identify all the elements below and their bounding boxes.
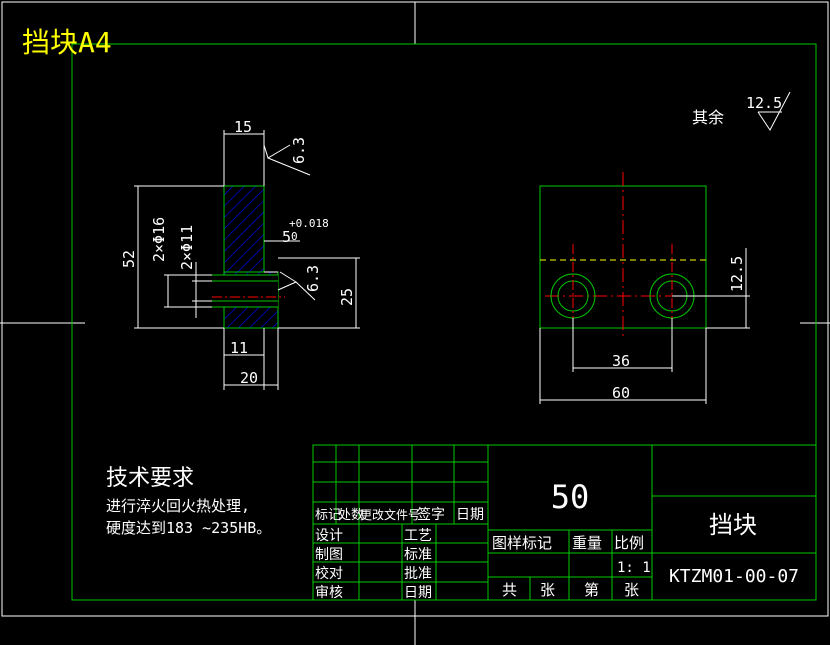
section-upper-block — [223, 185, 265, 273]
roughness-value-1: 6.3 — [290, 137, 308, 164]
drawing-number: KTZM01-00-07 — [669, 566, 799, 587]
rev-header-3: 更改文件号 — [360, 507, 420, 522]
sheet-total-label: 共 — [502, 581, 517, 599]
right-front-view: 36 60 12.5 — [539, 172, 750, 404]
dim-20: 20 — [240, 369, 258, 387]
dim-60: 60 — [612, 384, 630, 402]
role-drafting: 制图 — [315, 547, 343, 563]
process-approve: 批准 — [404, 566, 432, 582]
quantity-value: 50 — [551, 478, 590, 516]
tech-line-1: 进行淬火回火热处理, — [106, 497, 250, 515]
mark-header-weight: 重量 — [572, 534, 602, 552]
sheet-number-unit: 张 — [624, 581, 639, 599]
process-craft: 工艺 — [404, 528, 432, 544]
role-review: 审核 — [315, 585, 343, 601]
role-design: 设计 — [315, 528, 343, 544]
rev-header-5: 日期 — [456, 507, 484, 523]
roughness-other: 其余 12.5 — [692, 91, 791, 131]
tech-heading: 技术要求 — [106, 466, 194, 491]
rev-header-1: 标记 — [315, 508, 341, 523]
rev-header-4: 签字 — [417, 506, 445, 523]
title-block-text: 50 挡块 KTZM01-00-07 标记 处数 更改文件号 签字 日期 设计 … — [315, 478, 799, 601]
roughness-symbol-1 — [263, 144, 291, 159]
process-standard: 标准 — [404, 547, 432, 563]
scale-value: 1: 1 — [617, 560, 651, 576]
roughness-other-value: 12.5 — [746, 94, 782, 112]
sheet-total-unit: 张 — [540, 581, 555, 599]
process-date: 日期 — [404, 585, 432, 601]
roughness-value-2: 6.3 — [304, 265, 322, 292]
left-section-view: 15 6.3 52 2×Φ16 2×Φ11 5 +0.018 0 6.3 25 … — [120, 118, 360, 390]
dim-5: 5 — [282, 228, 291, 246]
mark-header-pattern: 图样标记 — [492, 534, 552, 552]
sheet-title: 挡块A4 — [22, 26, 112, 59]
dim-2xphi16: 2×Φ16 — [150, 217, 168, 262]
roughness-other-label: 其余 — [692, 108, 724, 127]
dim-12-5: 12.5 — [728, 256, 746, 292]
dim-5-tol-lower: 0 — [291, 230, 298, 243]
dim-11: 11 — [230, 339, 248, 357]
rev-header-2: 处数 — [338, 508, 364, 523]
sheet-number-label: 第 — [584, 581, 599, 599]
title-block — [312, 444, 817, 601]
role-check: 校对 — [315, 565, 343, 582]
part-name: 挡块 — [709, 511, 757, 539]
dim-36: 36 — [612, 352, 630, 370]
roughness-other-symbol — [757, 91, 791, 131]
dim-52: 52 — [120, 250, 138, 268]
dim-25: 25 — [338, 288, 356, 306]
dim-2xphi11: 2×Φ11 — [178, 225, 196, 270]
tech-line-2: 硬度达到183 ~235HB。 — [106, 519, 271, 537]
dim-5-tol-upper: +0.018 — [289, 217, 329, 230]
roughness-symbol-2 — [277, 271, 298, 291]
tech-requirements: 技术要求 进行淬火回火热处理, 硬度达到183 ~235HB。 — [106, 466, 271, 537]
dim-15: 15 — [234, 118, 252, 136]
mark-header-scale: 比例 — [614, 534, 644, 552]
